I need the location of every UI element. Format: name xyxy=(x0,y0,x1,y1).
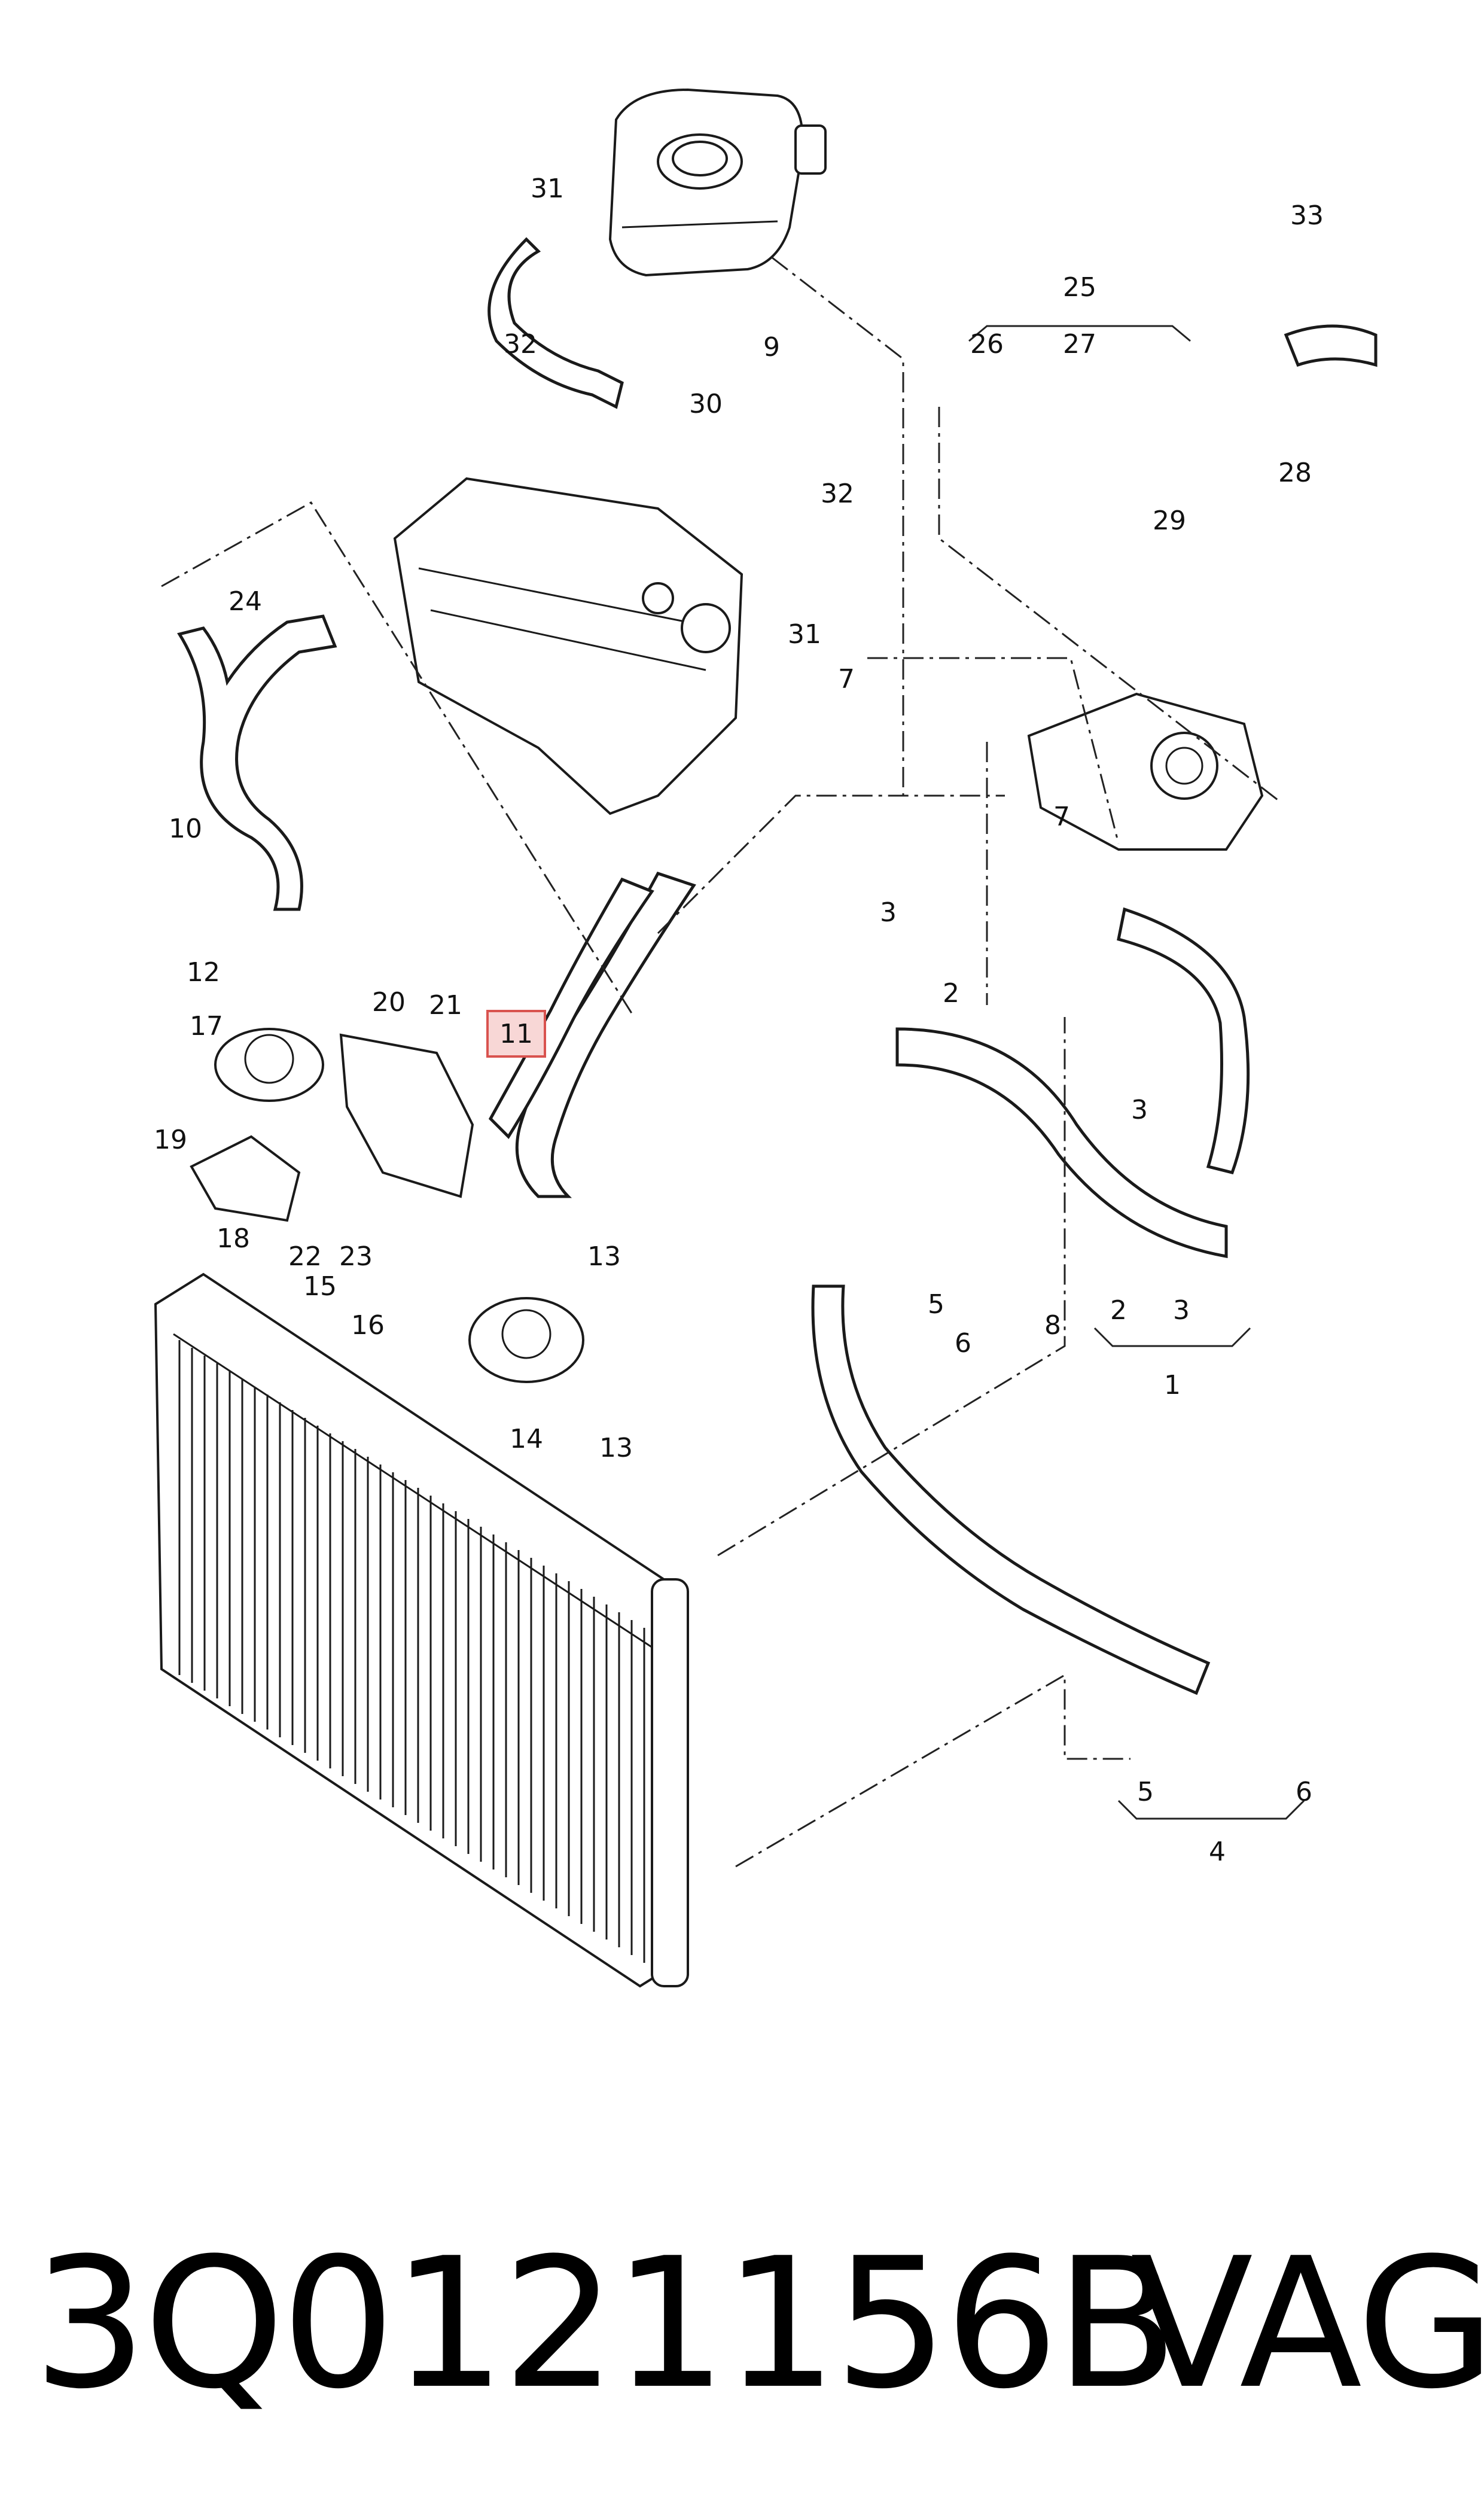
bracket-18 xyxy=(190,1135,301,1222)
callout-30: 30 xyxy=(689,389,723,419)
callout-3: 3 xyxy=(880,897,897,928)
callout-8: 8 xyxy=(1044,1310,1061,1341)
callout-5: 5 xyxy=(928,1289,944,1320)
callout-1: 1 xyxy=(1164,1370,1181,1400)
callout-21: 21 xyxy=(429,990,462,1021)
callout-7: 7 xyxy=(1053,802,1070,832)
callout-15: 15 xyxy=(303,1271,337,1302)
callout-17: 17 xyxy=(190,1011,223,1042)
highlighted-callout-label: 11 xyxy=(499,1019,533,1049)
callout-19: 19 xyxy=(154,1125,187,1155)
part-number: 3Q0121156B xyxy=(33,2219,1178,2428)
radiator xyxy=(154,1272,690,1988)
callout-31: 31 xyxy=(531,173,564,204)
cylinder-head xyxy=(393,477,743,815)
callout-9: 9 xyxy=(763,332,780,363)
callout-7: 7 xyxy=(838,664,855,695)
auxiliary-pump-14 xyxy=(468,1297,584,1383)
callout-3: 3 xyxy=(1131,1095,1148,1125)
bracket-20 xyxy=(339,1033,474,1198)
callout-6: 6 xyxy=(1296,1777,1312,1807)
callout-32: 32 xyxy=(821,479,854,509)
callout-13: 13 xyxy=(599,1433,633,1463)
brand-name: VAG xyxy=(1130,2219,1484,2428)
group-brackets xyxy=(968,325,1305,1820)
callout-4: 4 xyxy=(1209,1837,1226,1867)
callout-16: 16 xyxy=(351,1310,385,1341)
highlighted-callout-box xyxy=(486,1010,546,1058)
callout-6: 6 xyxy=(955,1328,971,1359)
callout-24: 24 xyxy=(228,586,262,617)
callout-18: 18 xyxy=(217,1223,250,1254)
callout-28: 28 xyxy=(1278,458,1312,488)
callout-32: 32 xyxy=(504,329,537,360)
assembly-lines xyxy=(161,256,1281,1868)
callout-13: 13 xyxy=(587,1241,621,1272)
callout-3: 3 xyxy=(1173,1295,1190,1326)
callout-25: 25 xyxy=(1063,272,1096,303)
hoses xyxy=(177,237,1378,1695)
callout-14: 14 xyxy=(510,1424,543,1454)
callout-27: 27 xyxy=(1063,329,1096,360)
callout-29: 29 xyxy=(1153,506,1186,536)
callout-33: 33 xyxy=(1290,200,1324,231)
callout-23: 23 xyxy=(339,1241,373,1272)
callout-22: 22 xyxy=(288,1241,322,1272)
callout-2: 2 xyxy=(943,978,959,1009)
callout-10: 10 xyxy=(169,814,202,844)
callout-31: 31 xyxy=(788,619,821,650)
callout-2: 2 xyxy=(1110,1295,1127,1326)
auxiliary-pump-17 xyxy=(214,1028,324,1102)
callout-20: 20 xyxy=(372,987,406,1018)
callout-12: 12 xyxy=(187,957,220,988)
thermostat-housing xyxy=(1027,692,1264,851)
callout-26: 26 xyxy=(970,329,1004,360)
expansion-tank xyxy=(608,88,827,277)
callout-5: 5 xyxy=(1137,1777,1154,1807)
